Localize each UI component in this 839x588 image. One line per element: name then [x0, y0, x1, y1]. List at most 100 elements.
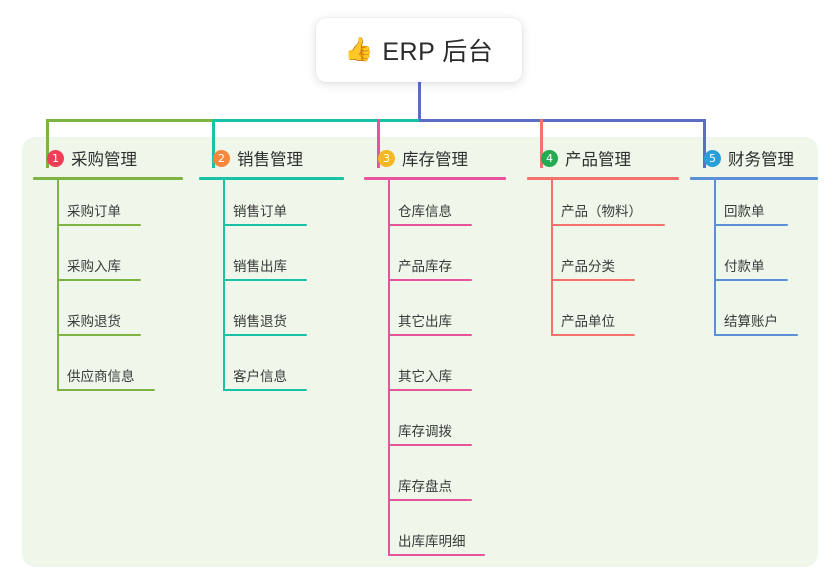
list-item-label: 产品分类: [561, 259, 615, 274]
list-item[interactable]: 其它出库: [364, 290, 506, 345]
list-item-underline: [57, 224, 141, 226]
list-item-label: 库存盘点: [398, 479, 452, 494]
list-item-underline: [551, 224, 665, 226]
list-item[interactable]: 采购订单: [33, 180, 183, 235]
list-item-label: 供应商信息: [67, 369, 135, 384]
column-spine-connector: [551, 180, 553, 336]
list-item[interactable]: 其它入库: [364, 345, 506, 400]
column-index-badge: 1: [47, 149, 64, 167]
column-header-underline: [199, 177, 344, 180]
list-item-label: 销售退货: [233, 314, 287, 329]
mindmap-background-panel: [22, 137, 818, 567]
list-item-underline: [388, 554, 485, 556]
column-index-badge: 2: [213, 149, 230, 167]
list-item-label: 其它入库: [398, 369, 452, 384]
list-item[interactable]: 付款单: [690, 235, 818, 290]
column-spine-connector: [714, 180, 716, 336]
list-item-label: 其它出库: [398, 314, 452, 329]
list-item-label: 出库库明细: [398, 534, 466, 549]
list-item[interactable]: 产品单位: [527, 290, 679, 345]
list-item-label: 仓库信息: [398, 204, 452, 219]
list-item[interactable]: 销售退货: [199, 290, 344, 345]
list-item-underline: [223, 389, 307, 391]
list-item-underline: [388, 279, 472, 281]
list-item[interactable]: 仓库信息: [364, 180, 506, 235]
list-item-underline: [57, 389, 155, 391]
column-header-underline: [364, 177, 506, 180]
list-item-underline: [223, 279, 307, 281]
column-items: 回款单付款单结算账户: [690, 180, 818, 345]
list-item-label: 产品（物料）: [561, 204, 642, 219]
list-item-label: 产品库存: [398, 259, 452, 274]
bus-segment-green: [46, 119, 212, 122]
list-item[interactable]: 结算账户: [690, 290, 818, 345]
column-index-badge: 4: [541, 149, 558, 167]
list-item[interactable]: 销售订单: [199, 180, 344, 235]
column-spine-connector: [57, 180, 59, 391]
list-item-underline: [388, 334, 472, 336]
list-item[interactable]: 采购入库: [33, 235, 183, 290]
list-item-label: 回款单: [724, 204, 765, 219]
list-item[interactable]: 供应商信息: [33, 345, 183, 400]
list-item-underline: [388, 444, 472, 446]
drop-connector-2: [212, 119, 215, 168]
list-item[interactable]: 销售出库: [199, 235, 344, 290]
list-item-label: 产品单位: [561, 314, 615, 329]
list-item[interactable]: 客户信息: [199, 345, 344, 400]
drop-connector-1: [46, 119, 49, 168]
list-item-label: 销售订单: [233, 204, 287, 219]
column-产品管理: 4 产品管理产品（物料） 产品分类产品单位: [527, 145, 679, 345]
column-title: 库存管理: [402, 151, 468, 169]
list-item-label: 采购入库: [67, 259, 121, 274]
column-items: 销售订单销售出库销售退货客户信息: [199, 180, 344, 400]
list-item[interactable]: 库存盘点: [364, 455, 506, 510]
list-item-underline: [57, 334, 141, 336]
list-item[interactable]: 采购退货: [33, 290, 183, 345]
list-item-label: 客户信息: [233, 369, 287, 384]
column-spine-connector: [223, 180, 225, 391]
bus-segment-teal: [212, 119, 419, 122]
root-node-title: ERP 后台: [382, 38, 494, 66]
list-item-label: 采购订单: [67, 204, 121, 219]
column-title: 采购管理: [71, 151, 137, 169]
list-item[interactable]: 产品库存: [364, 235, 506, 290]
list-item-label: 销售出库: [233, 259, 287, 274]
list-item-label: 付款单: [724, 259, 765, 274]
list-item[interactable]: 出库库明细: [364, 510, 506, 565]
list-item[interactable]: 产品分类: [527, 235, 679, 290]
list-item-underline: [714, 279, 788, 281]
list-item-label: 采购退货: [67, 314, 121, 329]
column-采购管理: 1 采购管理采购订单采购入库采购退货供应商信息: [33, 145, 183, 400]
thumbs-up-icon: 👍: [344, 36, 374, 63]
list-item-underline: [714, 224, 788, 226]
list-item-underline: [388, 499, 472, 501]
list-item-underline: [388, 389, 472, 391]
column-库存管理: 3 库存管理仓库信息产品库存其它出库其它入库库存调拨库存盘点出库库明细: [364, 145, 506, 565]
list-item-underline: [551, 334, 635, 336]
column-header-产品管理[interactable]: 4 产品管理: [527, 145, 679, 171]
column-header-库存管理[interactable]: 3 库存管理: [364, 145, 506, 171]
drop-connector-4: [540, 119, 543, 168]
root-node-card[interactable]: 👍 ERP 后台: [316, 18, 522, 82]
column-title: 财务管理: [728, 151, 794, 169]
column-title: 产品管理: [565, 151, 631, 169]
list-item-underline: [551, 279, 635, 281]
drop-connector-5: [703, 119, 706, 168]
list-item-underline: [388, 224, 472, 226]
column-header-underline: [33, 177, 183, 180]
list-item-underline: [223, 224, 307, 226]
bus-segment-blue: [419, 119, 706, 122]
list-item-underline: [223, 334, 307, 336]
list-item[interactable]: 产品（物料）: [527, 180, 679, 235]
list-item[interactable]: 回款单: [690, 180, 818, 235]
column-header-采购管理[interactable]: 1 采购管理: [33, 145, 183, 171]
column-index-badge: 3: [378, 149, 395, 167]
root-stem-connector: [417, 82, 421, 122]
list-item-underline: [714, 334, 798, 336]
list-item-underline: [57, 279, 141, 281]
list-item[interactable]: 库存调拨: [364, 400, 506, 455]
